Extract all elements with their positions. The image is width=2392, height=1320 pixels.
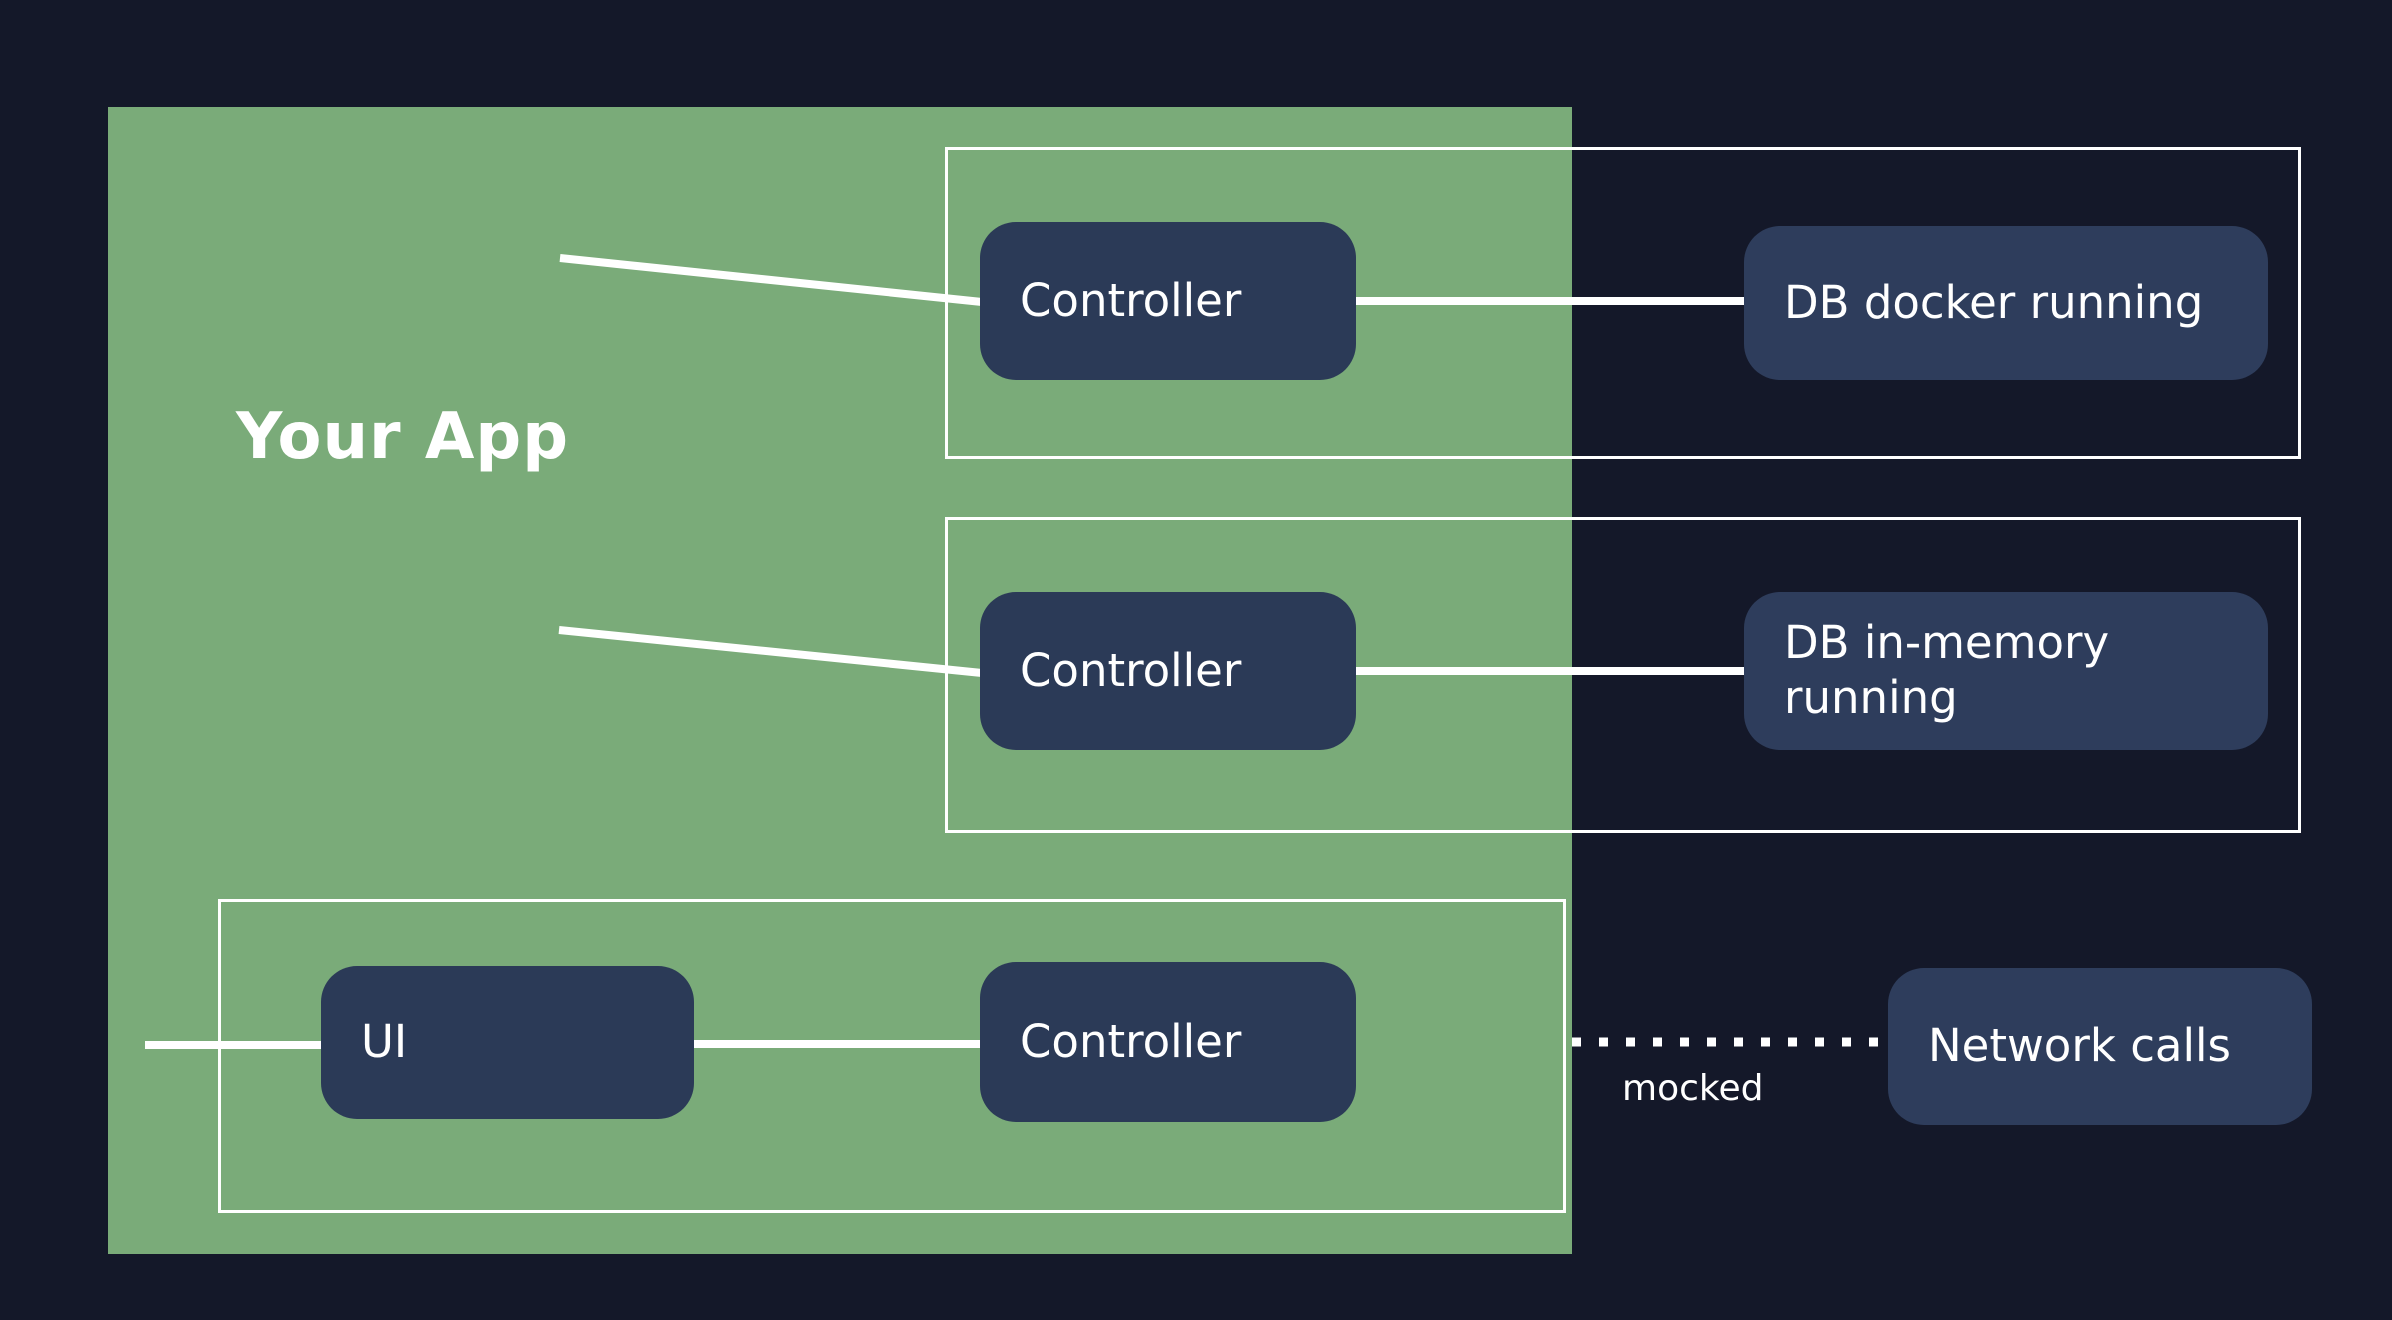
node-controller-2-label: Controller — [1020, 643, 1242, 697]
node-ui: UI — [321, 966, 694, 1119]
node-controller-1-label: Controller — [1020, 273, 1242, 327]
node-controller-2: Controller — [980, 592, 1356, 750]
node-network-calls: Network calls — [1888, 968, 2312, 1125]
node-network-calls-label: Network calls — [1928, 1019, 2231, 1073]
your-app-label: Your App — [236, 400, 569, 474]
node-ui-label: UI — [361, 1015, 408, 1069]
node-db-docker-running: DB docker running — [1744, 226, 2268, 380]
node-db-in-memory-running-label: DB in-memory running — [1784, 616, 2110, 724]
mocked-annotation: mocked — [1622, 1068, 1764, 1109]
node-controller-3-label: Controller — [1020, 1014, 1242, 1068]
node-controller-3: Controller — [980, 962, 1356, 1122]
scope-box-ui-controller — [218, 899, 1566, 1213]
node-db-in-memory-running: DB in-memory running — [1744, 592, 2268, 750]
node-controller-1: Controller — [980, 222, 1356, 380]
node-db-docker-running-label: DB docker running — [1784, 275, 2204, 329]
